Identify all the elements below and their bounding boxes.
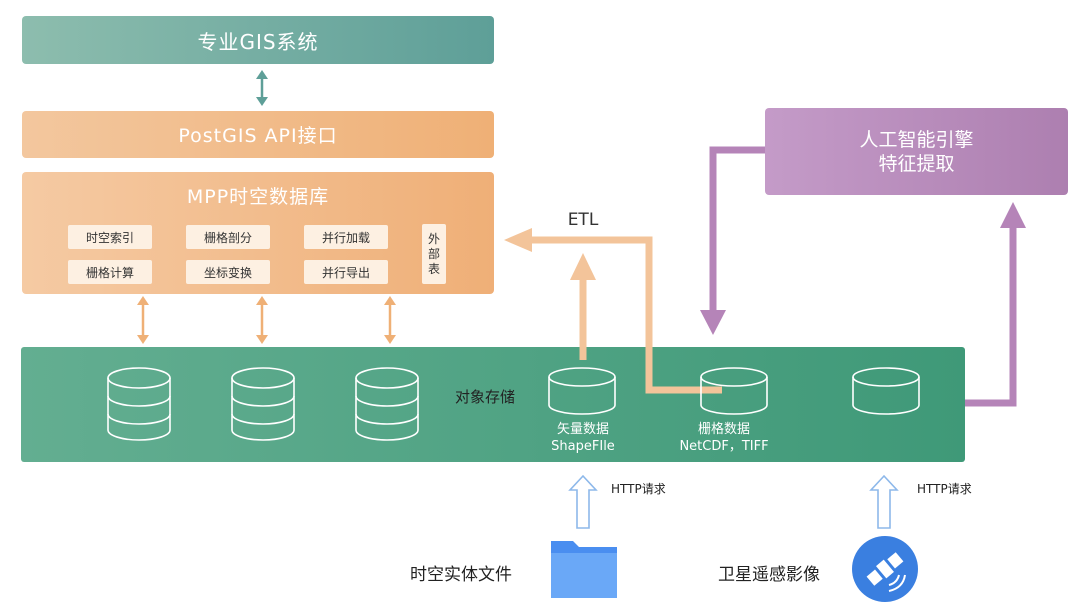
gis-system-label: 专业GIS系统: [197, 29, 319, 54]
satellite-data-cylinder: [852, 367, 920, 415]
raster-data-label: 栅格数据 NetCDF，TIFF: [660, 419, 788, 457]
postgis-api-label: PostGIS API接口: [178, 125, 338, 147]
vector-data-format: ShapeFIle: [551, 439, 615, 454]
gis-system-box: 专业GIS系统: [22, 16, 494, 64]
feature-extraction-label: 特征提取: [878, 152, 955, 175]
etl-label: ETL: [567, 210, 599, 230]
http-request-label-1: HTTP请求: [611, 482, 666, 496]
satellite-imagery-label: 卫星遥感影像: [718, 565, 820, 585]
ai-engine-label: 人工智能引擎: [859, 128, 974, 151]
http-arrow-icon-2: [869, 474, 899, 529]
ai-to-raster-arrow: [700, 146, 765, 335]
module-external-table: 外 部 表: [422, 224, 446, 284]
storage-cylinder-1: [107, 367, 171, 441]
storage-cylinder-3: [355, 367, 419, 441]
http-request-label-2: HTTP请求: [917, 482, 972, 496]
module-parallel-export: 并行导出: [304, 260, 388, 284]
module-raster-partition: 栅格剖分: [186, 225, 270, 249]
external-table-char-1: 外: [427, 231, 440, 246]
postgis-api-box: PostGIS API接口: [22, 111, 494, 158]
gis-api-double-arrow: [256, 70, 268, 106]
storage-cylinder-2: [231, 367, 295, 441]
etl-arrow: [504, 228, 722, 394]
http-arrow-icon-1: [568, 474, 598, 529]
spatiotemporal-file-label: 时空实体文件: [410, 565, 512, 585]
mpp-storage-double-arrow-1: [137, 296, 149, 344]
external-table-char-2: 部: [427, 246, 440, 261]
vector-data-label: 矢量数据 ShapeFIle: [532, 419, 634, 457]
mpp-database-title-text: MPP时空数据库: [186, 185, 330, 208]
mpp-database-title: MPP时空数据库: [22, 180, 494, 210]
raster-data-format: NetCDF，TIFF: [679, 439, 769, 454]
module-raster-compute: 栅格计算: [68, 260, 152, 284]
mpp-storage-double-arrow-2: [256, 296, 268, 344]
storage-to-ai-arrow: [965, 202, 1026, 407]
vector-up-arrow: [570, 253, 596, 360]
object-storage-box: [21, 347, 965, 462]
object-storage-label: 对象存储: [454, 387, 515, 406]
vector-data-cylinder: [548, 367, 616, 415]
module-parallel-load: 并行加载: [304, 225, 388, 249]
folder-icon: [551, 541, 617, 598]
module-spatiotemporal-index: 时空索引: [68, 225, 152, 249]
ai-engine-box: 人工智能引擎 特征提取: [765, 108, 1068, 195]
vector-data-title: 矢量数据: [556, 422, 609, 437]
module-coordinate-transform: 坐标变换: [186, 260, 270, 284]
satellite-icon: [852, 536, 918, 602]
mpp-storage-double-arrow-3: [384, 296, 396, 344]
external-table-char-3: 表: [427, 261, 440, 276]
raster-data-title: 栅格数据: [697, 422, 750, 437]
